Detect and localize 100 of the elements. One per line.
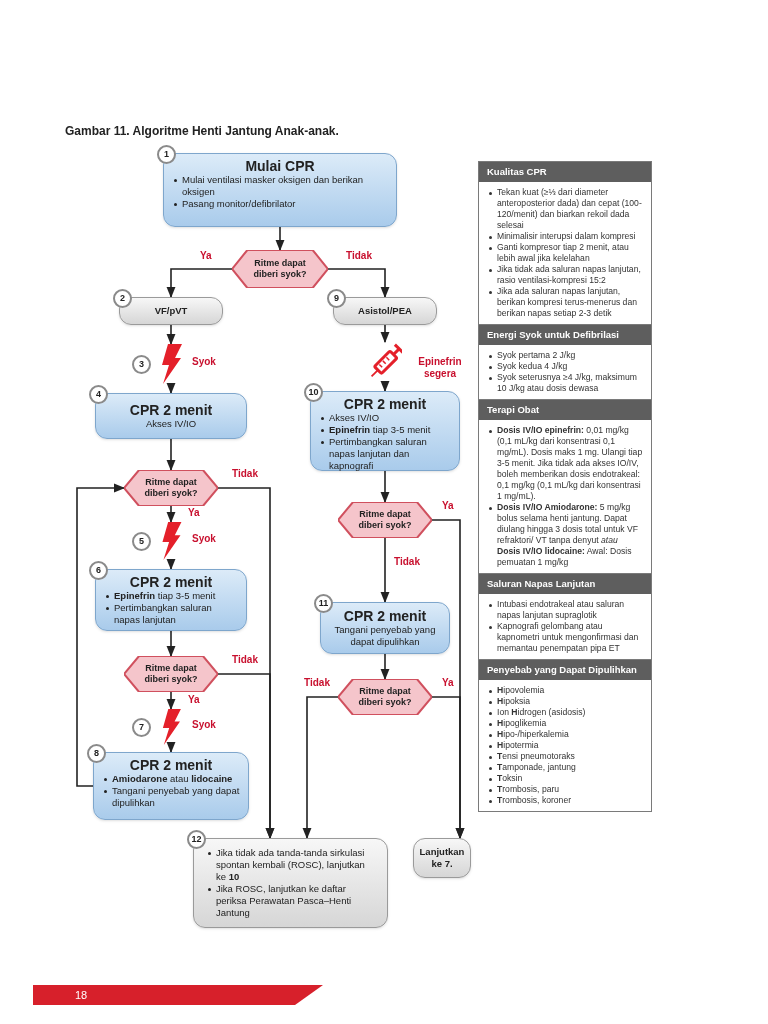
step-number: 5 <box>132 532 151 551</box>
box-heading: CPR 2 menit <box>342 608 428 624</box>
step-number: 6 <box>89 561 108 580</box>
rhythm-box <box>413 838 471 878</box>
decision-text: Ritme dapat diberi syok? <box>143 663 199 685</box>
action-label: Syok <box>192 719 216 731</box>
edge-label: Ya <box>186 694 202 706</box>
arrow <box>166 438 176 472</box>
bullet-text: Tamponade, jantung <box>487 762 643 773</box>
edge-label: Tidak <box>230 654 260 666</box>
bullet-text: Hipoksia <box>487 696 643 707</box>
edge-label: Tidak <box>392 556 422 568</box>
arrow <box>166 558 176 571</box>
step-number: 7 <box>132 718 151 737</box>
step-number: 1 <box>157 145 176 164</box>
step-number: 8 <box>87 744 106 763</box>
arrow <box>380 324 390 344</box>
lightning-icon <box>160 344 182 384</box>
arrow <box>431 696 465 840</box>
arrow <box>380 653 390 681</box>
decision-text: Ritme dapat diberi syok? <box>357 509 413 531</box>
decision-text: Ritme dapat diberi syok? <box>143 477 199 499</box>
edge-label: Tidak <box>302 677 332 689</box>
bullet-text: Akses IV/IO <box>319 412 451 424</box>
edge-label: Ya <box>198 250 214 262</box>
decision-hexagon <box>232 250 328 288</box>
section-header: Saluran Napas Lanjutan <box>479 574 651 594</box>
bullet-text: Trombosis, paru <box>487 784 643 795</box>
box-text: Asistol/PEA <box>358 305 412 317</box>
arrow <box>166 691 176 711</box>
bullet-text: Jika tidak ada tanda-tanda sirkulasi spontan kembali (ROSC), lanjutkan ke 10 <box>206 847 375 883</box>
bullet-text: Kapnografi gelombang atau kapnometri untuk mengonfirmasi dan memantau penempatan pipa ET <box>487 621 643 654</box>
box-heading: CPR 2 menit <box>342 396 428 412</box>
bullet-text: Syok seterusnya ≥4 J/kg, maksimum 10 J/kg atau dosis dewasa <box>487 372 643 394</box>
step-number: 11 <box>314 594 333 613</box>
bullet-text: Tangani penyebab yang dapat dipulihkan <box>102 785 240 809</box>
arrow <box>217 673 275 840</box>
bullet-text: Minimalisir interupsi dalam kompresi <box>487 231 643 242</box>
step-number: 9 <box>327 289 346 308</box>
bullet-text: Tekan kuat (≥⅓ dari diameter anteroposterior dada) dan cepat (100-120/menit) dan biarkan rekoil dada selesai <box>487 187 643 231</box>
bullet-text: Epinefrin tiap 3-5 menit <box>104 590 238 602</box>
info-section <box>478 399 652 574</box>
bullet-text: Intubasi endotrakeal atau saluran napas lanjutan supraglotik <box>487 599 643 621</box>
arrow <box>166 268 233 299</box>
arrow <box>76 483 126 787</box>
bullet-text: Syok kedua 4 J/kg <box>487 361 643 372</box>
bullet-text: Ion Hidrogen (asidosis) <box>487 707 643 718</box>
box-text: Akses IV/IO <box>144 418 198 430</box>
arrow <box>380 470 390 504</box>
bullet-text: Hipo-/hiperkalemia <box>487 729 643 740</box>
step-number: 2 <box>113 289 132 308</box>
bullet-text: Pertimbangkan saluran napas lanjutan dan kapnografi <box>319 436 451 472</box>
step-number: 3 <box>132 355 151 374</box>
arrow <box>327 268 390 299</box>
edge-label: Ya <box>440 500 456 512</box>
decision-text: Ritme dapat diberi syok? <box>357 686 413 708</box>
decision-text: Ritme dapat diberi syok? <box>252 258 308 280</box>
figure-title: Gambar 11. Algoritme Henti Jantung Anak-anak. <box>65 123 339 140</box>
edge-label: Tidak <box>344 250 374 262</box>
arrow <box>166 741 176 754</box>
bullet-text: Hipotermia <box>487 740 643 751</box>
arrow <box>166 630 176 658</box>
decision-hexagon <box>338 679 432 715</box>
info-section <box>478 659 652 812</box>
decision-hexagon <box>124 656 218 692</box>
bullet-text: Dosis IV/IO epinefrin: 0,01 mg/kg (0,1 mL/kg dari konsentrasi 0,1 mg/mL). Dosis maks 1 mg. Ulangi tiap 3-5 menit. Jika tidak ada akses IO/IV, boleh memberikan dosis endotrakeal: 0,1 mg/kg (0,1 mL/kg dari konsentrasi 1 mg/mL). <box>487 425 643 502</box>
box-text: VF/pVT <box>154 305 188 317</box>
bullet-text: Dosis IV/IO Amiodarone: 5 mg/kg bolus selama henti jantung. Dapat diulang hingga 3 dosis total untuk VF refraktori/ VT tanpa denyut atau Dosis IV/IO lidocaine: Awal: Dosis pemuatan 1 mg/kg <box>487 502 643 568</box>
section-header: Energi Syok untuk Defibrilasi <box>479 325 651 345</box>
section-header: Kualitas CPR <box>479 162 651 182</box>
step-number: 10 <box>304 383 323 402</box>
arrow <box>275 226 285 252</box>
info-section <box>478 324 652 400</box>
info-section <box>478 161 652 325</box>
decision-hexagon <box>124 470 218 506</box>
section-header: Penyebab yang Dapat Dipulihkan <box>479 660 651 680</box>
decision-hexagon <box>338 502 432 538</box>
bullet-text: Hipoglikemia <box>487 718 643 729</box>
bullet-text: Ganti kompresor tiap 2 menit, atau lebih awal jika kelelahan <box>487 242 643 264</box>
lightning-icon <box>160 522 182 560</box>
action-label: Syok <box>192 533 216 545</box>
step-number: 4 <box>89 385 108 404</box>
arrow <box>166 382 176 395</box>
arrow <box>380 537 390 604</box>
arrow <box>166 324 176 346</box>
lightning-icon <box>160 709 182 745</box>
box-text: Tangani penyebab yang dapat dipulihkan <box>333 624 437 648</box>
bullet-text: Hipovolemia <box>487 685 643 696</box>
arrow <box>380 380 390 393</box>
box-heading: Mulai CPR <box>244 158 316 174</box>
bullet-text: Jika ada saluran napas lanjutan, berikan kompresi terus-menerus dan berikan napas setiap 2-3 detik <box>487 286 643 319</box>
edge-label: Ya <box>440 677 456 689</box>
bullet-text: Syok pertama 2 J/kg <box>487 350 643 361</box>
box-heading: CPR 2 menit <box>128 574 214 590</box>
edge-label: Tidak <box>230 468 260 480</box>
arrow <box>302 696 339 840</box>
page-number: 18 <box>75 988 88 1002</box>
action-label: Syok <box>192 356 216 368</box>
bullet-text: Jika ROSC, lanjutkan ke daftar periksa Perawatan Pasca–Henti Jantung <box>206 883 375 919</box>
box-heading: CPR 2 menit <box>128 402 214 418</box>
